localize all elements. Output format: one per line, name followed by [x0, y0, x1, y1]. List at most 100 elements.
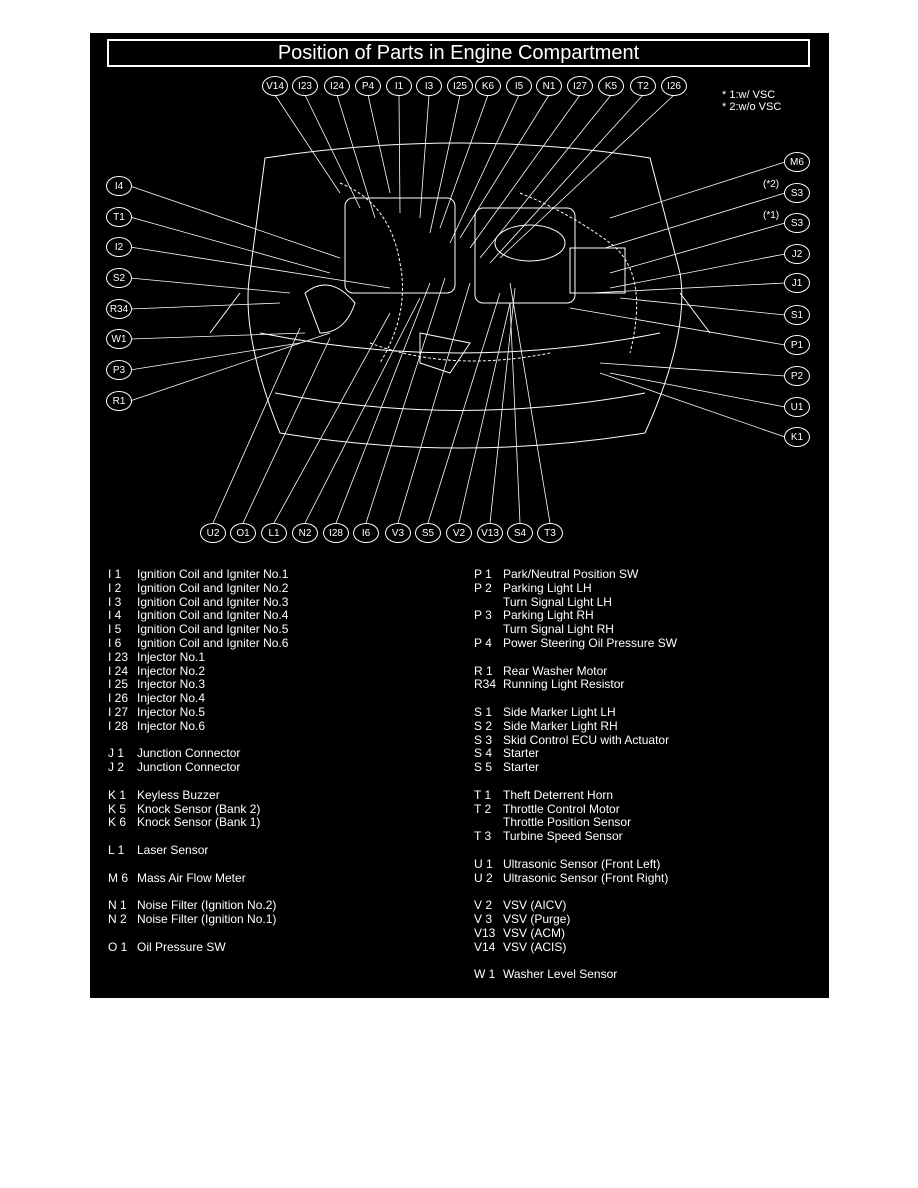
callout-p4: P4: [355, 76, 381, 96]
legend-row: U 2 Ultrasonic Sensor (Front Right): [474, 870, 814, 886]
legend-row: [108, 775, 448, 789]
bumper-line: [259, 332, 661, 354]
legend-code: M 6: [108, 870, 129, 885]
callout-i25: I25: [447, 76, 473, 96]
legend-description: Power Steering Oil Pressure SW: [503, 635, 678, 650]
legend-description: Injector No.2: [137, 663, 206, 678]
callout-j1: J1: [784, 273, 810, 293]
legend-code: S 3: [474, 732, 493, 747]
legend-row: [474, 775, 814, 789]
legend-row: I 28 Injector No.6: [108, 718, 448, 734]
callout-p3: P3: [106, 360, 132, 380]
legend-description: Running Light Resistor: [503, 677, 625, 692]
legend-description: Knock Sensor (Bank 2): [137, 801, 261, 816]
legend-description: Noise Filter (Ignition No.1): [137, 911, 277, 926]
legend-description: Injector No.6: [137, 718, 206, 733]
callout-v2: V2: [446, 523, 472, 543]
legend-description: Ignition Coil and Igniter No.2: [137, 580, 289, 595]
legend-code: T 2: [474, 801, 492, 816]
legend-code: I 28: [108, 718, 129, 733]
callout-s5: S5: [415, 523, 441, 543]
legend-code: I 24: [108, 663, 129, 678]
legend-description: Theft Deterrent Horn: [503, 787, 614, 802]
legend-code: P 2: [474, 580, 492, 595]
legend-code: I 1: [108, 567, 122, 581]
legend-description: Ignition Coil and Igniter No.3: [137, 594, 289, 609]
legend-description: Laser Sensor: [137, 842, 209, 857]
callout-s4: S4: [507, 523, 533, 543]
legend-description: Parking Light RH: [503, 608, 594, 623]
legend-description: Ultrasonic Sensor (Front Right): [503, 870, 669, 885]
legend-code: K 6: [108, 815, 127, 830]
callout-k5: K5: [598, 76, 624, 96]
legend-row: [474, 885, 814, 899]
legend-description: VSV (AICV): [503, 898, 567, 913]
callout-s2: S2: [106, 268, 132, 288]
legend-description: Starter: [503, 760, 540, 775]
legend-row: P 1 Park/Neutral Position SW: [474, 567, 814, 582]
callout-i5: I5: [506, 76, 532, 96]
legend-description: Washer Level Sensor: [503, 967, 618, 982]
legend-row: I 24 Injector No.2: [108, 663, 448, 679]
callout-n1: N1: [536, 76, 562, 96]
leader-lines: [129, 94, 786, 524]
legend-description: Park/Neutral Position SW: [503, 567, 639, 581]
legend-code: J 2: [108, 760, 125, 775]
legend-code: U 2: [474, 870, 493, 885]
page-title: Position of Parts in Engine Compartment: [107, 39, 810, 67]
callout-i3: I3: [416, 76, 442, 96]
callout-n2: N2: [292, 523, 318, 543]
legend-code: S 4: [474, 746, 493, 761]
legend-description: Noise Filter (Ignition No.2): [137, 898, 277, 913]
callout-p2: P2: [784, 366, 810, 386]
engine-compartment-illustration: [129, 94, 786, 524]
callout-t2: T2: [630, 76, 656, 96]
engine-block-right: [474, 207, 576, 304]
legend-description: Keyless Buzzer: [137, 787, 220, 802]
legend-code: I 3: [108, 594, 122, 609]
legend-description: Turn Signal Light RH: [503, 622, 614, 637]
callout-o1: O1: [230, 523, 256, 543]
legend-row: J 2 Junction Connector: [108, 760, 448, 775]
legend-code: R 1: [474, 663, 493, 678]
callout-v13: V13: [477, 523, 503, 543]
legend-description: Ignition Coil and Igniter No.6: [137, 635, 289, 650]
legend-description: Injector No.4: [137, 691, 206, 706]
legend-row: Turn Signal Light RH: [474, 622, 814, 637]
legend-code: N 2: [108, 911, 127, 926]
callout-r1: R1: [106, 391, 132, 411]
legend-code: V 2: [474, 898, 493, 913]
legend-description: Junction Connector: [137, 760, 241, 775]
legend-code: P 1: [474, 567, 492, 581]
callout-s1: S1: [784, 305, 810, 325]
legend-description: Ultrasonic Sensor (Front Left): [503, 856, 661, 871]
legend-row: V 2 VSV (AICV): [474, 898, 814, 913]
callout-s3-a: S3: [784, 183, 810, 203]
legend-row: [474, 692, 814, 706]
legend-code: I 23: [108, 649, 129, 664]
legend-code: K 5: [108, 801, 127, 816]
legend-row: [108, 858, 448, 872]
legend-description: Throttle Position Sensor: [503, 815, 632, 830]
legend-row: N 2 Noise Filter (Ignition No.1): [108, 911, 448, 927]
legend-description: VSV (ACIS): [503, 939, 567, 954]
